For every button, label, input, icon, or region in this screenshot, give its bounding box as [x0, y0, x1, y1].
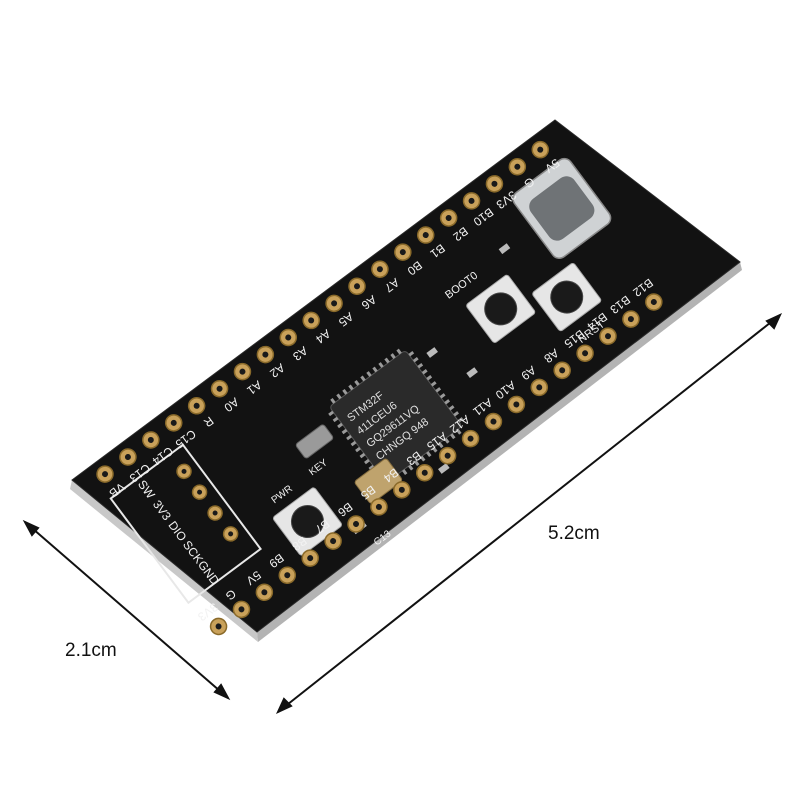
usb-c-port: [529, 176, 595, 241]
smd-part: [466, 367, 478, 378]
key-button[interactable]: [285, 499, 330, 544]
smd-part: [498, 243, 511, 255]
crystal-small: [295, 424, 334, 459]
board-edge: [70, 480, 258, 642]
swd-outline: [109, 443, 262, 605]
board-edge-right: [257, 262, 742, 642]
length-label: 5.2cm: [548, 523, 600, 544]
smd-part: [426, 347, 438, 358]
smd-part: [438, 463, 450, 474]
width-dimension: [22, 519, 231, 701]
boot-button[interactable]: [478, 286, 523, 331]
width-label: 2.1cm: [65, 640, 117, 661]
crystal: [354, 458, 403, 504]
mcu-chip: [330, 351, 462, 482]
length-dimension: [275, 312, 783, 715]
nrst-button[interactable]: [544, 275, 589, 320]
